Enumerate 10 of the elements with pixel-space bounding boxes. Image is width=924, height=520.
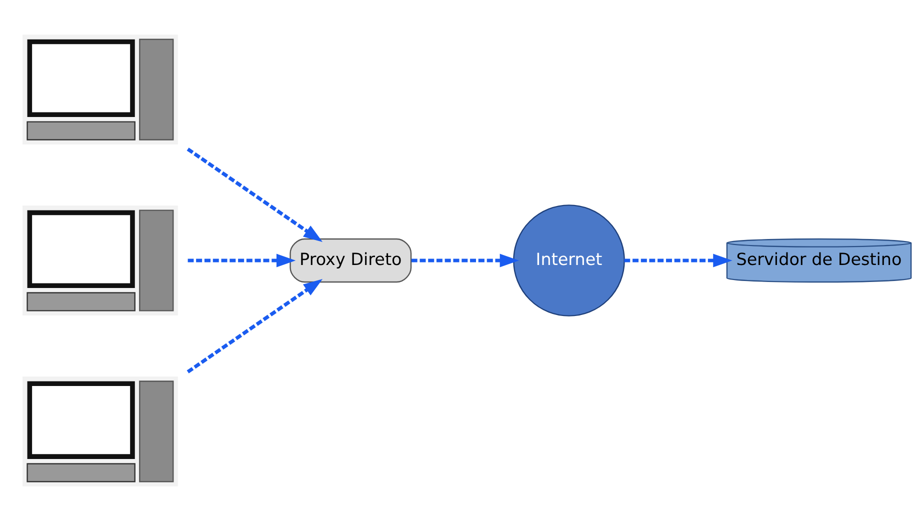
arrow xyxy=(411,253,519,267)
arrow xyxy=(188,253,296,267)
arrow xyxy=(186,278,323,373)
node-picture xyxy=(22,205,178,315)
node-box: Proxy Direto xyxy=(290,238,412,282)
node-circle: Internet xyxy=(513,204,625,316)
node-picture xyxy=(22,376,178,486)
node-picture xyxy=(22,34,178,144)
arrow xyxy=(186,147,323,242)
arrow xyxy=(624,253,732,267)
